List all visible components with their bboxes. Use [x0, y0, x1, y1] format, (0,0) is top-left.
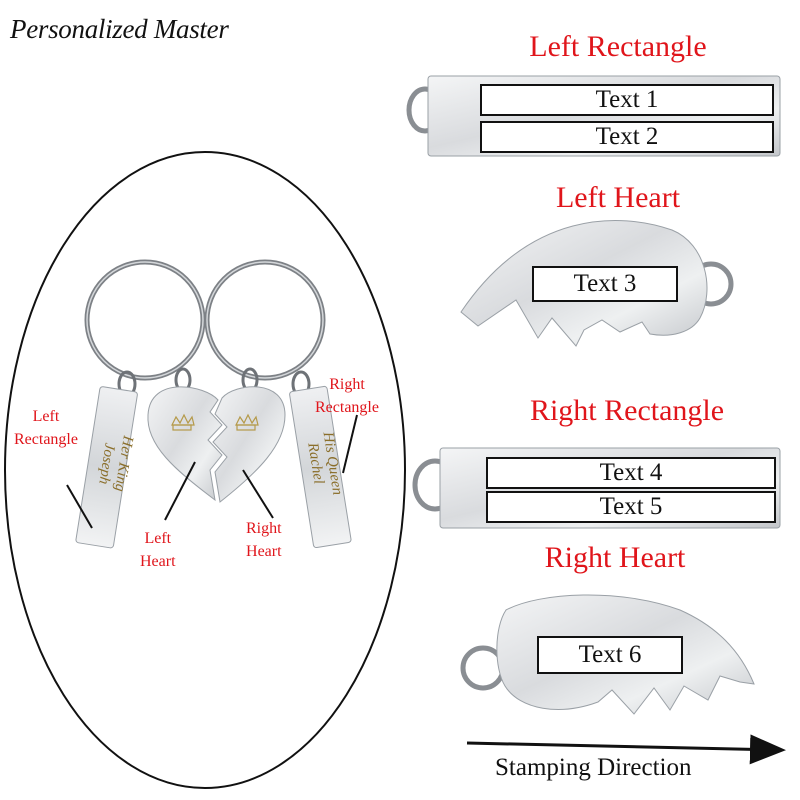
callout-line: Right [329, 376, 365, 393]
section-title-right-rectangle: Right Rectangle [529, 394, 725, 427]
callout-line: Right [246, 520, 282, 537]
text-field-3[interactable]: Text 3 [532, 266, 678, 302]
callout-line: Rectangle [315, 399, 379, 416]
crown-icon [235, 413, 259, 431]
text-field-6[interactable]: Text 6 [537, 636, 683, 674]
section-title-left-heart: Left Heart [555, 181, 681, 214]
text-field-2[interactable]: Text 2 [480, 121, 774, 153]
photo-left-rectangle-tag [75, 386, 138, 549]
photo-left-heart-half [147, 386, 223, 502]
brand-watermark: Personalized Master [10, 14, 229, 44]
text-field-5[interactable]: Text 5 [486, 491, 776, 523]
crown-icon [171, 413, 195, 431]
stamping-direction-arrow [466, 734, 786, 765]
section-title-left-rectangle: Left Rectangle [529, 30, 707, 63]
text-field-4[interactable]: Text 4 [486, 457, 776, 489]
photo-right-heart-half [212, 386, 286, 503]
stamping-direction-label: Stamping Direction [495, 754, 692, 781]
callout-line: Heart [140, 553, 176, 570]
callout-left-rectangle: Left Rectangle [14, 405, 78, 451]
callout-right-rectangle: Right Rectangle [315, 373, 379, 419]
photo-right-rectangle-tag [289, 385, 352, 549]
callout-left-heart: Left Heart [140, 527, 176, 573]
callout-line: Rectangle [14, 431, 78, 448]
callout-line: Heart [246, 543, 282, 560]
section-title-right-heart: Right Heart [544, 541, 686, 574]
text-field-1[interactable]: Text 1 [480, 84, 774, 116]
callout-line: Left [144, 530, 172, 547]
callout-right-heart: Right Heart [246, 517, 282, 563]
callout-line: Left [32, 408, 60, 425]
